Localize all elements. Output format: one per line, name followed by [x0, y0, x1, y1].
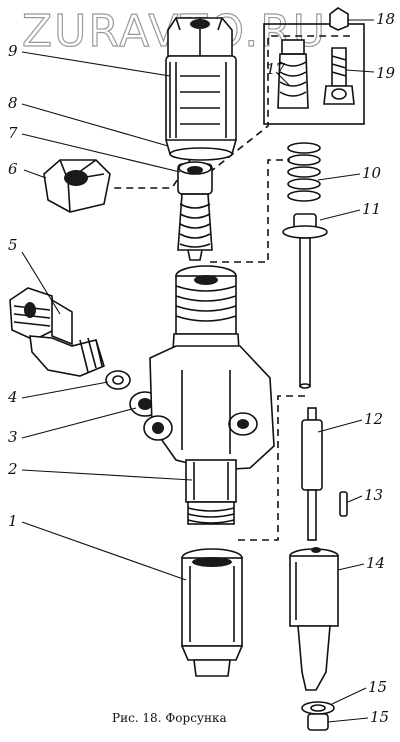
callout-19: 19 — [376, 64, 396, 82]
part-9-cap-nut — [164, 17, 238, 161]
part-5-union-fitting — [9, 287, 105, 377]
callout-4: 4 — [7, 388, 18, 406]
callout-2: 2 — [7, 460, 18, 478]
part-7-adjusting-screw — [177, 161, 213, 261]
callout-labels: 9 8 7 6 5 4 3 2 1 10 11 12 13 14 15 15 1… — [7, 10, 396, 726]
callout-13: 13 — [364, 486, 383, 504]
callout-3: 3 — [8, 428, 18, 446]
figure-caption: Рис. 18. Форсунка — [112, 711, 227, 725]
leader-lines — [21, 19, 375, 723]
callout-15b: 15 — [370, 708, 389, 726]
part-15-washers — [301, 701, 335, 731]
callout-17: 17 — [266, 60, 286, 78]
callout-8: 8 — [8, 94, 18, 112]
parts-17-18-19-inset — [263, 7, 365, 125]
part-2-injector-body — [143, 265, 275, 525]
part-13-pin — [339, 491, 348, 517]
callout-6: 6 — [8, 160, 18, 178]
callout-7: 7 — [8, 124, 18, 142]
callout-11: 11 — [362, 200, 381, 218]
callout-12: 12 — [364, 410, 383, 428]
assembly-guide-lines — [110, 35, 350, 541]
part-10-spring — [287, 142, 321, 202]
callout-14: 14 — [366, 554, 385, 572]
part-6-hex-nut — [43, 159, 111, 213]
callout-1: 1 — [8, 512, 18, 530]
part-12-needle — [301, 407, 323, 541]
part-11-spring-plate-rod — [282, 213, 328, 389]
callout-5: 5 — [8, 236, 18, 254]
part-4-washer — [105, 370, 131, 390]
part-1-nozzle-nut — [180, 548, 244, 677]
callout-18: 18 — [376, 10, 395, 28]
callout-9: 9 — [8, 42, 18, 60]
callout-10: 10 — [362, 164, 382, 182]
callout-15a: 15 — [368, 678, 387, 696]
part-14-nozzle-body — [289, 547, 339, 691]
